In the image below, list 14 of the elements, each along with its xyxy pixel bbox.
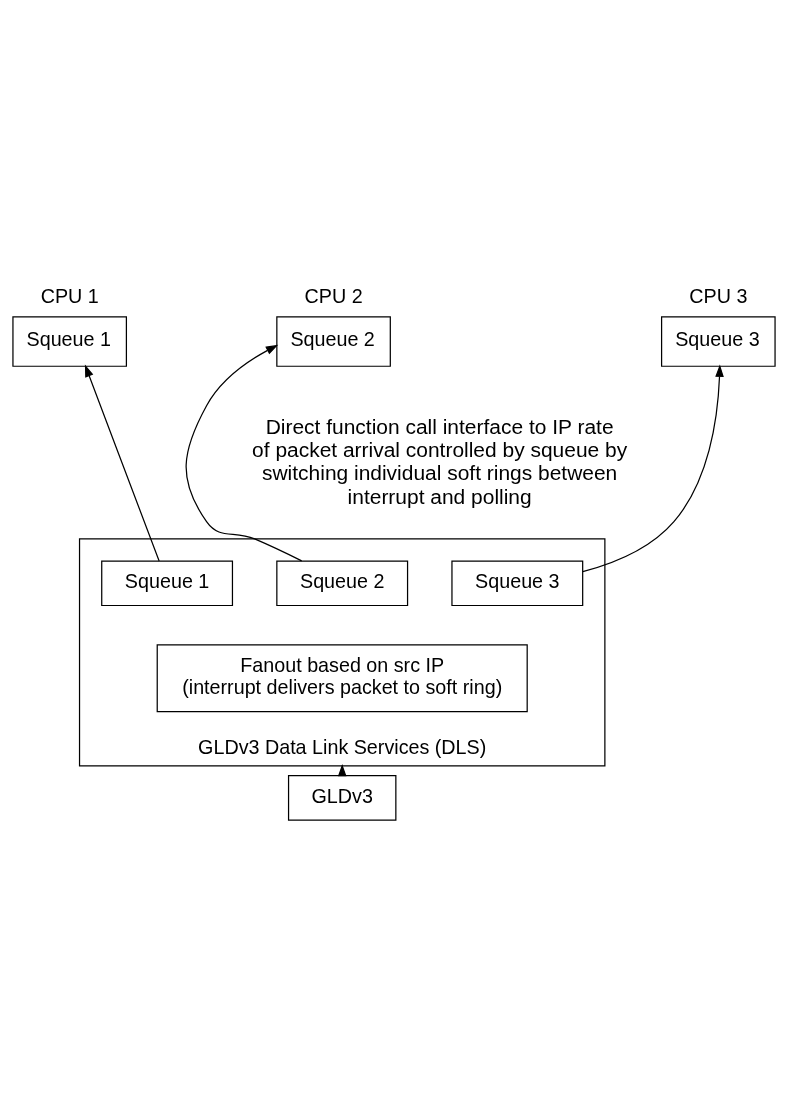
arrow xyxy=(185,344,303,562)
node-box: Squeue 2 xyxy=(276,560,409,607)
node-label: CPU 1 xyxy=(40,285,99,308)
node-label: CPU 2 xyxy=(304,285,363,308)
node-box: Squeue 1 xyxy=(101,560,234,607)
node-box: Squeue 1 xyxy=(12,316,127,367)
node-box: Squeue 2 xyxy=(276,316,391,367)
arrow xyxy=(582,364,724,573)
arrow xyxy=(84,364,160,562)
node-label: CPU 3 xyxy=(689,285,748,308)
node-box: Squeue 3 xyxy=(451,560,584,607)
node-box: Fanout based on src IP (interrupt delivers packet to soft ring) xyxy=(156,644,528,713)
node-box: Squeue 3 xyxy=(661,316,776,367)
label: Direct function call interface to IP rate of packet arrival controlled by squeue by switching individual soft rings between interrupt and polling xyxy=(252,414,628,508)
